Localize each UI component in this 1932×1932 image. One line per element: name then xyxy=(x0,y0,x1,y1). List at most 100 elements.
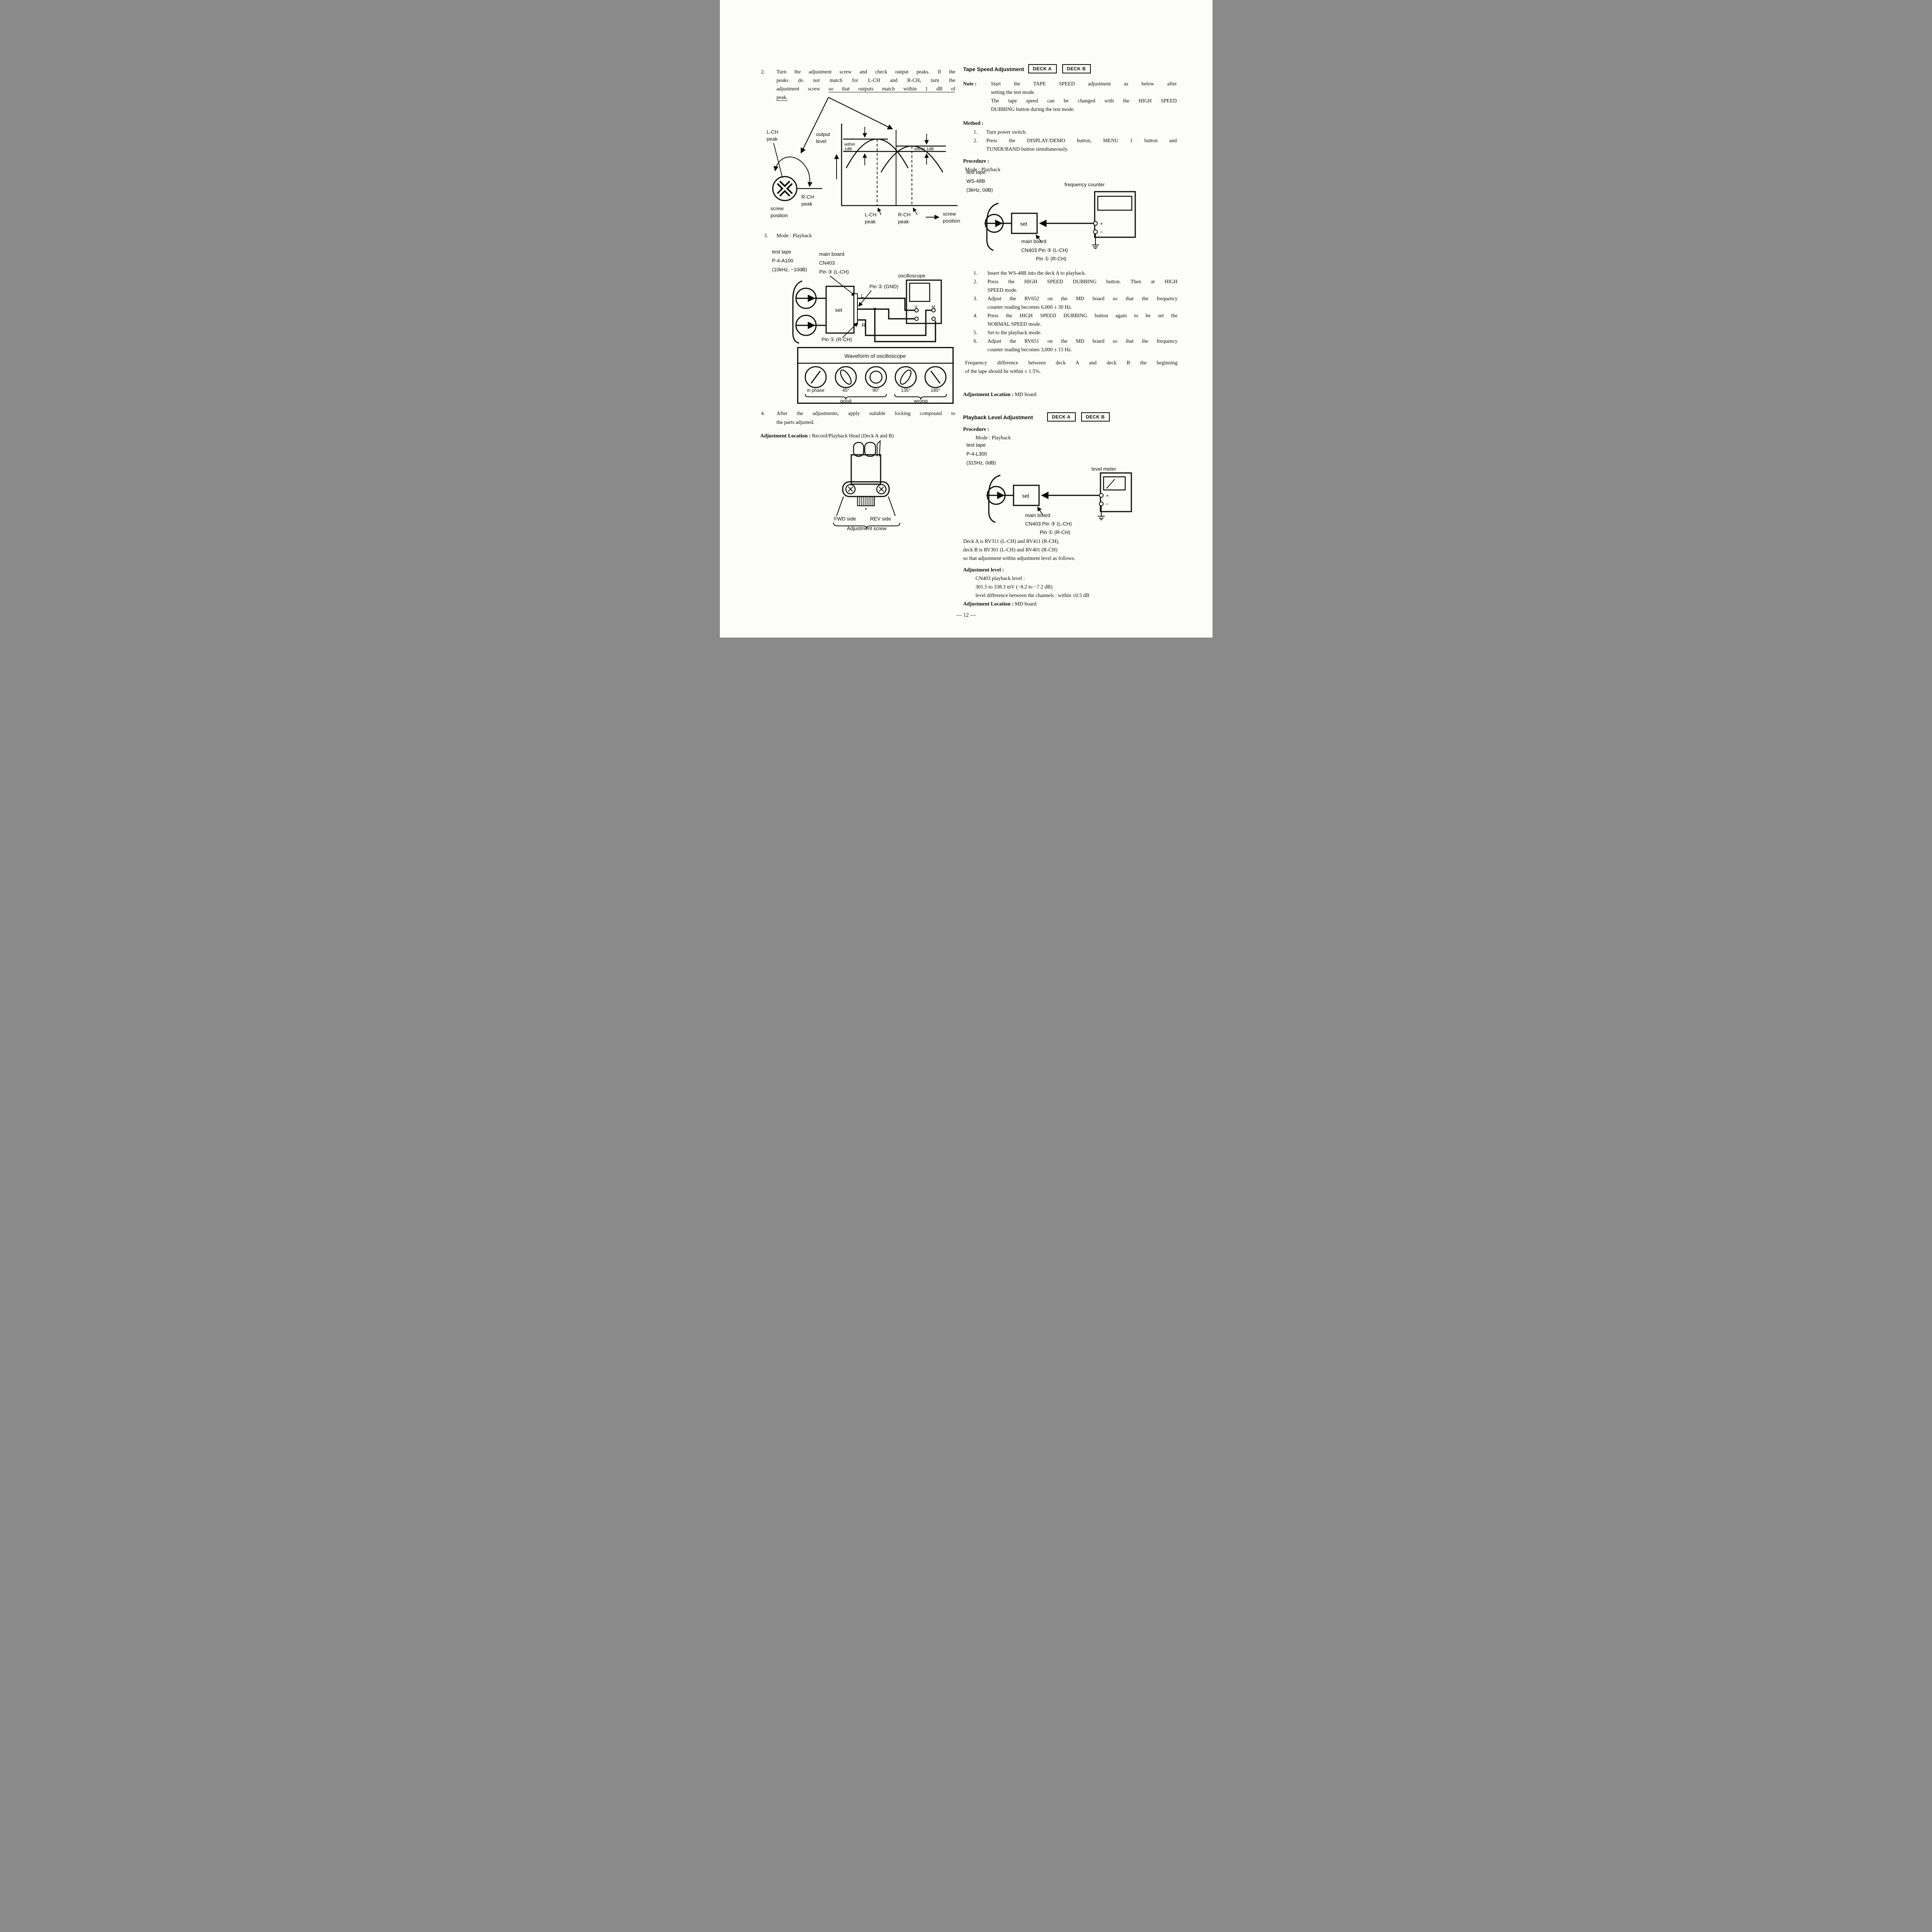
svg-text:level: level xyxy=(816,138,827,144)
within-1db-left-label: within xyxy=(844,142,855,147)
svg-text:Pin ① (R-CH): Pin ① (R-CH) xyxy=(1040,529,1070,535)
svg-text:CN403 Pin ③ (L-CH): CN403 Pin ③ (L-CH) xyxy=(1025,521,1072,527)
note-line-1: Start the TAPE SPEED adjustment as below… xyxy=(991,81,1177,87)
note-line-3: The tape speed can be changed with the H… xyxy=(991,98,1177,104)
r-peak-label: R-CH xyxy=(801,194,814,200)
document-page: 2. Turn the adjustment screw and check o… xyxy=(719,0,1213,638)
set-box xyxy=(1011,213,1037,234)
item-4-line-1: After the adjustments, apply suitable lo… xyxy=(776,410,956,416)
screw-position-label: screw xyxy=(770,206,784,211)
tolerance-arrows-icon xyxy=(862,127,929,165)
brace-adjustment-screw xyxy=(833,522,900,529)
ground-icon xyxy=(1097,506,1105,520)
svg-text:(315Hz, 0dB): (315Hz, 0dB) xyxy=(966,460,996,466)
tape-reel-icon xyxy=(984,202,1012,251)
method-2-line-2: TUNER/BAND button simultaneously. xyxy=(986,146,1069,152)
wrong-label: wrong xyxy=(913,398,927,404)
svg-text:(3kHz, 0dB): (3kHz, 0dB) xyxy=(966,187,993,193)
frequency-counter-box xyxy=(1093,191,1136,238)
good-label: good xyxy=(840,398,851,404)
set-label: set xyxy=(1020,221,1027,227)
phase-label: in phase xyxy=(807,388,825,393)
frequency-counter-diagram: test tape WS-48B (3kHz, 0dB) frequency c… xyxy=(966,169,1136,262)
test-tape-label: test tape xyxy=(966,169,986,175)
mode-playback-1: Mode : Playback xyxy=(965,167,1000,172)
item-2-line-1: Turn the adjustment screw and check outp… xyxy=(776,69,956,75)
level-meter-box xyxy=(1099,472,1132,512)
svg-text:WS-48B: WS-48B xyxy=(966,178,985,184)
waveform-table: Waveform of oscilloscope in phase 45° 90… xyxy=(797,347,954,404)
svg-text:Pin ③ (L-CH): Pin ③ (L-CH) xyxy=(819,269,849,275)
adjustment-screw-caption: Adjustment screw xyxy=(847,526,886,531)
head-body xyxy=(850,454,881,485)
deck-b-badge: DECK B xyxy=(1081,412,1110,422)
output-level-label: output xyxy=(816,131,830,137)
screw-icon xyxy=(845,484,855,495)
step-2-line-2: SPEED mode. xyxy=(987,287,1018,293)
svg-text:90°: 90° xyxy=(872,388,879,393)
minus-terminal-label: − xyxy=(1106,501,1109,507)
step-6-line-2: counter reading becomes 3,000 ± 15 Hz. xyxy=(987,347,1072,352)
svg-text:135°: 135° xyxy=(901,388,910,393)
set-box xyxy=(1013,485,1039,506)
scope-screen xyxy=(909,282,930,302)
fwd-side-label: FWD side xyxy=(834,516,856,522)
ribbed-connector xyxy=(857,496,875,506)
head-bump-right xyxy=(864,442,876,457)
probe-wires xyxy=(857,298,936,342)
deck-rv-line-1: Deck A is RV311 (L-CH) and RV411 (R-CH), xyxy=(963,538,1060,544)
tape-reel-icon xyxy=(792,280,826,344)
head-bump-left xyxy=(853,442,864,457)
svg-text:peak: peak xyxy=(898,219,909,224)
meter-display xyxy=(1103,476,1126,491)
l-peak-label: L-CH xyxy=(767,129,778,135)
level-meter-label: level meter xyxy=(1092,466,1116,472)
lissajous-45-icon xyxy=(835,366,857,388)
step-2-line-1: Press the HIGH SPEED DUBBING button. The… xyxy=(987,279,1178,284)
step-4-marker: 4. xyxy=(973,313,978,318)
ground-icon xyxy=(1092,234,1099,249)
svg-text:peak: peak xyxy=(801,201,813,207)
test-tape-label: test tape xyxy=(772,249,791,255)
brace-good xyxy=(804,394,887,400)
pin1-rch-label: Pin ① (R-CH) xyxy=(821,337,852,342)
freq-diff-line-2: of the tape should be within ± 1.5%. xyxy=(965,368,1041,374)
svg-text:position: position xyxy=(943,218,960,224)
pointer-lines-icon xyxy=(800,97,893,154)
oscilloscope-label: oscilloscope xyxy=(898,273,925,279)
oscilloscope-box: V M xyxy=(906,279,942,324)
note-line-2: setting the test mode. xyxy=(991,89,1036,95)
v-terminal-label: V xyxy=(915,305,918,310)
deck-a-badge: DECK A xyxy=(1047,412,1076,422)
set-label: set xyxy=(1022,493,1029,499)
item-2-marker: 2. xyxy=(761,69,765,75)
frequency-counter-label: frequency counter xyxy=(1065,182,1105,187)
set-label: set xyxy=(835,307,842,313)
freq-diff-line-1: Frequency difference between deck A and … xyxy=(965,360,1178,366)
deck-b-badge: DECK B xyxy=(1062,64,1091,73)
within-1db-right-label: within 1dB xyxy=(914,147,934,151)
screw-icon xyxy=(876,484,886,495)
procedure-label-2: Procedure : xyxy=(963,426,989,432)
peak-adjustment-diagram: L-CH peak R-CH peak screw position outpu… xyxy=(767,97,960,224)
svg-text:peak: peak xyxy=(865,219,876,224)
minus-terminal-label: − xyxy=(1100,229,1103,235)
l-pin-label: L xyxy=(861,293,864,299)
method-1-marker: 1. xyxy=(973,129,978,135)
adjustment-level-line-1: CN403 playback level : xyxy=(975,575,1025,581)
item-2-line-4: peak. xyxy=(776,94,788,101)
meter-needle xyxy=(1106,479,1115,489)
plus-terminal-label: + xyxy=(1100,221,1103,226)
tape-reel-icon xyxy=(986,474,1014,523)
counter-display xyxy=(1097,196,1132,211)
head-adjustment-diagram: FWD side REV side Adjustment screw xyxy=(833,440,900,531)
svg-text:1dB: 1dB xyxy=(844,147,852,151)
step-6-line-1: Adjust the RV651 on the MD board so that… xyxy=(987,338,1178,344)
oscilloscope-setup-diagram: test tape P-4-A100 (10kHz, −10dB) main b… xyxy=(772,249,942,344)
item-2-line-2: peaks do not match for L-CH and R-CH, tu… xyxy=(776,77,956,83)
adjustment-location-head: Adjustment Location : Record/Playback He… xyxy=(760,433,894,439)
connector-bar xyxy=(853,293,858,325)
step-1-marker: 1. xyxy=(973,270,978,276)
axis-screw-label: screw xyxy=(943,211,956,217)
adjustment-level-line-2: 301.5 to 338.3 mV (−8.2 to −7.2 dB) xyxy=(975,584,1053,590)
